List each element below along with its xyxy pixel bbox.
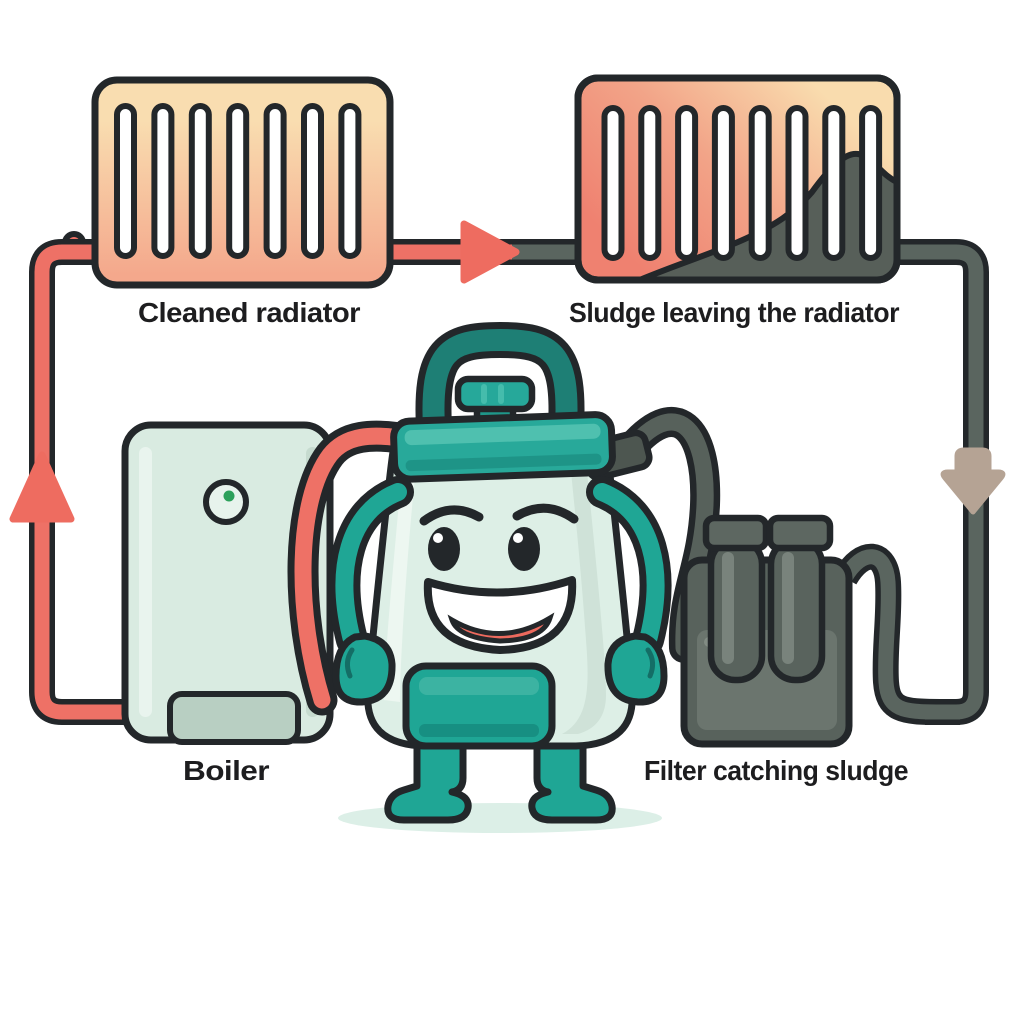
mascot-right-arm <box>593 483 665 649</box>
radiator-fin <box>338 103 362 259</box>
radiator-fin <box>785 105 809 261</box>
mascot-left-arm <box>335 483 407 649</box>
mascot-body-shade <box>562 462 606 734</box>
boiler-highlight <box>139 447 152 717</box>
filter-tube-1 <box>707 536 766 684</box>
radiator-fin <box>188 103 212 259</box>
mascot-right-fist-knuckle <box>645 647 656 679</box>
mascot-cap-stripe-1 <box>481 384 487 404</box>
hot-hose <box>287 420 428 716</box>
radiator-fin <box>859 105 883 261</box>
mascot-left-boot <box>384 729 472 824</box>
radiator-fin <box>638 105 662 261</box>
filter-hose-fill <box>838 549 960 720</box>
mascot-right-eye-highlight <box>513 533 523 543</box>
filter-label: Filter catching sludge <box>644 755 908 786</box>
radiator-fin <box>601 105 625 261</box>
radiator-fin <box>263 103 287 259</box>
mascot-collar-shade <box>405 453 602 472</box>
radiator-fin <box>301 103 324 259</box>
power-flush-mascot <box>328 321 672 833</box>
cleaned-radiator-label: Cleaned radiator <box>138 297 361 328</box>
arrow-up-icon <box>9 451 75 523</box>
radiator-fin <box>226 103 250 259</box>
cleaned-radiator <box>91 76 394 289</box>
mascot-face <box>419 503 579 654</box>
boiler-panel <box>167 691 301 745</box>
mascot-right-fist <box>604 632 668 706</box>
boiler-indicator-ring <box>203 479 249 525</box>
mascot-cap-stripe-2 <box>498 384 504 404</box>
arrow-down-icon <box>940 447 1006 515</box>
hot-hose-fill <box>294 427 421 709</box>
boiler-indicator-led <box>223 490 235 502</box>
mascot-hip-panel-highlight <box>419 677 539 695</box>
mascot-right-eye <box>508 527 540 571</box>
boiler-label: Boiler <box>183 755 270 786</box>
radiator-fin <box>114 103 137 259</box>
filter-tube-2-cap <box>766 514 834 552</box>
mascot-right-boot <box>528 729 616 824</box>
filter-tube-1-highlight <box>722 552 734 664</box>
mascot-body-highlight <box>384 468 416 702</box>
filter-hose-outline <box>833 543 960 725</box>
mascot-left-eye-highlight <box>433 533 443 543</box>
radiator-fin <box>675 105 699 261</box>
sludge-radiator-fins <box>601 105 883 261</box>
mascot-left-fist-knuckle <box>344 647 355 679</box>
filter-tube-2 <box>767 536 826 684</box>
mascot-left-fist <box>332 632 396 706</box>
cleaned-radiator-fins <box>114 103 362 259</box>
arrow-right-icon <box>460 220 520 284</box>
sludge-filter <box>680 514 853 748</box>
sludge-radiator-outline <box>574 74 901 284</box>
mascot-handle <box>422 328 578 429</box>
mascot-left-eyebrow <box>419 505 484 526</box>
mascot-cap <box>454 375 536 413</box>
sludge-radiator <box>574 74 901 284</box>
radiator-fin <box>711 105 735 261</box>
filter-tube-2-highlight <box>782 552 794 664</box>
mascot-right-eyebrow <box>512 503 579 524</box>
radiator-fin <box>822 105 846 261</box>
filter-tube-1-cap <box>702 514 770 552</box>
radiator-fin <box>151 103 175 259</box>
mascot-collar-highlight <box>404 423 601 446</box>
radiator-fin <box>748 105 772 261</box>
mascot-tongue <box>447 612 555 644</box>
left-return-pipe <box>29 231 125 725</box>
sludge-radiator-label: Sludge leaving the radiator <box>569 297 900 328</box>
mascot-hip-panel-shade <box>419 724 539 737</box>
mascot-left-eye <box>428 527 460 571</box>
